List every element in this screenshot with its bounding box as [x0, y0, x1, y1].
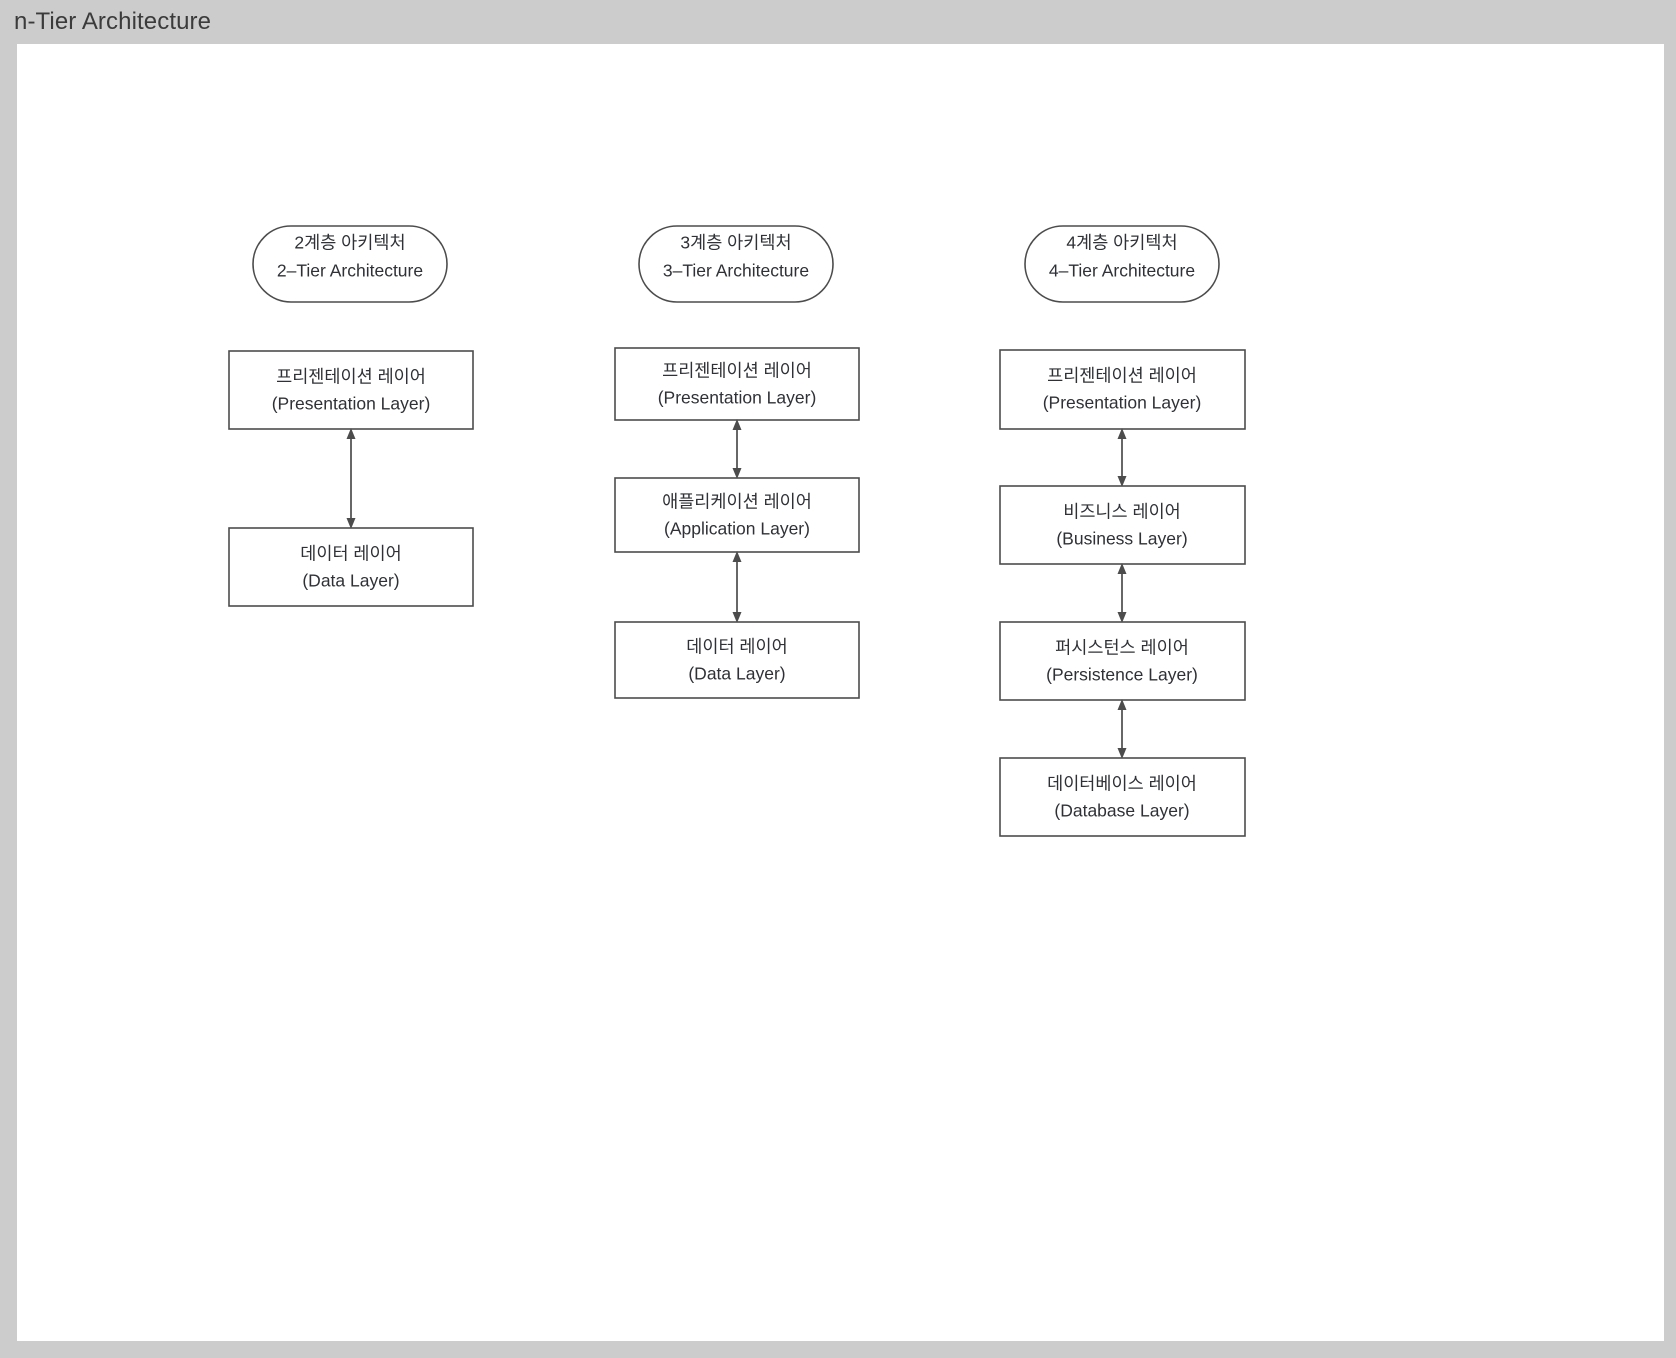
edge-two-tier-presentation-data: [346, 428, 356, 529]
arrow-head-up: [1117, 428, 1127, 439]
node-two-tier-presentation[interactable]: 프리젠테이션 레이어 (Presentation Layer): [228, 350, 474, 430]
arrow-head-up: [1117, 563, 1127, 574]
arrow-head-down: [1117, 748, 1127, 759]
stadium-shape: [1024, 225, 1220, 303]
node-three-tier-data[interactable]: 데이터 레이어 (Data Layer): [614, 621, 860, 699]
box-shape: [614, 621, 860, 699]
node-label-line2: (Data Layer): [302, 571, 399, 591]
edge-three-tier-presentation-application: [732, 419, 742, 479]
node-label-line2: (Persistence Layer): [1046, 665, 1198, 685]
column-three-tier: 3계층 아키텍처 3–Tier Architecture 프리젠테이션 레이어 …: [614, 225, 860, 699]
arrow-head-up: [732, 419, 742, 430]
box-shape: [228, 350, 474, 430]
box-shape: [999, 349, 1246, 430]
diagram-canvas[interactable]: 2계층 아키텍처 2–Tier Architecture 프리젠테이션 레이어 …: [17, 44, 1664, 1341]
n-tier-architecture-diagram: 2계층 아키텍처 2–Tier Architecture 프리젠테이션 레이어 …: [228, 225, 1246, 837]
node-label-line1: 프리젠테이션 레이어: [1047, 366, 1197, 386]
node-label-line1: 애플리케이션 레이어: [662, 492, 812, 512]
stadium-shape: [638, 225, 834, 303]
node-label-line1: 데이터베이스 레이어: [1047, 774, 1197, 794]
node-four-tier-business[interactable]: 비즈니스 레이어 (Business Layer): [999, 485, 1246, 565]
page-title: n-Tier Architecture: [14, 8, 212, 35]
node-four-tier-persistence[interactable]: 퍼시스턴스 레이어 (Persistence Layer): [999, 621, 1246, 701]
node-label-line1: 퍼시스턴스 레이어: [1055, 638, 1189, 658]
edge-four-tier-presentation-business: [1117, 428, 1127, 487]
arrow-head-down: [1117, 612, 1127, 623]
arrow-head-up: [346, 428, 356, 439]
edge-four-tier-persistence-database: [1117, 699, 1127, 759]
node-label-line1: 2계층 아키텍처: [294, 233, 405, 253]
edge-three-tier-application-data: [732, 551, 742, 623]
window-titlebar: n-Tier Architecture: [0, 0, 1676, 44]
node-label-line1: 4계층 아키텍처: [1066, 233, 1177, 253]
column-two-tier: 2계층 아키텍처 2–Tier Architecture 프리젠테이션 레이어 …: [228, 225, 474, 607]
box-shape: [999, 621, 1246, 701]
arrow-head-down: [346, 518, 356, 529]
node-label-line2: (Presentation Layer): [272, 394, 431, 414]
node-label-line1: 데이터 레이어: [300, 544, 401, 564]
node-four-tier-database[interactable]: 데이터베이스 레이어 (Database Layer): [999, 757, 1246, 837]
node-label-line2: (Business Layer): [1056, 529, 1187, 549]
edge-four-tier-business-persistence: [1117, 563, 1127, 623]
arrow-head-up: [732, 551, 742, 562]
arrow-head-down: [732, 612, 742, 623]
node-label-line2: (Database Layer): [1054, 801, 1189, 821]
node-label-line1: 데이터 레이어: [686, 637, 787, 657]
node-three-tier-presentation[interactable]: 프리젠테이션 레이어 (Presentation Layer): [614, 347, 860, 421]
box-shape: [999, 485, 1246, 565]
node-label-line2: 3–Tier Architecture: [663, 261, 809, 281]
box-shape: [228, 527, 474, 607]
stadium-shape: [252, 225, 448, 303]
node-label-line2: 4–Tier Architecture: [1049, 261, 1195, 281]
node-label-line2: (Presentation Layer): [658, 388, 817, 408]
node-label-line2: (Application Layer): [664, 519, 810, 539]
arrow-head-up: [1117, 699, 1127, 710]
node-label-line1: 프리젠테이션 레이어: [276, 367, 426, 387]
node-four-tier-presentation[interactable]: 프리젠테이션 레이어 (Presentation Layer): [999, 349, 1246, 430]
box-shape: [999, 757, 1246, 837]
box-shape: [614, 477, 860, 553]
node-two-tier-header[interactable]: 2계층 아키텍처 2–Tier Architecture: [252, 225, 448, 303]
node-label-line2: (Data Layer): [688, 664, 785, 684]
node-label-line2: (Presentation Layer): [1043, 393, 1202, 413]
node-label-line2: 2–Tier Architecture: [277, 261, 423, 281]
node-four-tier-header[interactable]: 4계층 아키텍처 4–Tier Architecture: [1024, 225, 1220, 303]
node-three-tier-application[interactable]: 애플리케이션 레이어 (Application Layer): [614, 477, 860, 553]
node-label-line1: 비즈니스 레이어: [1063, 502, 1181, 522]
column-four-tier: 4계층 아키텍처 4–Tier Architecture 프리젠테이션 레이어 …: [999, 225, 1246, 837]
node-label-line1: 프리젠테이션 레이어: [662, 361, 812, 381]
node-two-tier-data[interactable]: 데이터 레이어 (Data Layer): [228, 527, 474, 607]
arrow-head-down: [1117, 476, 1127, 487]
arrow-head-down: [732, 468, 742, 479]
box-shape: [614, 347, 860, 421]
node-label-line1: 3계층 아키텍처: [680, 233, 791, 253]
node-three-tier-header[interactable]: 3계층 아키텍처 3–Tier Architecture: [638, 225, 834, 303]
